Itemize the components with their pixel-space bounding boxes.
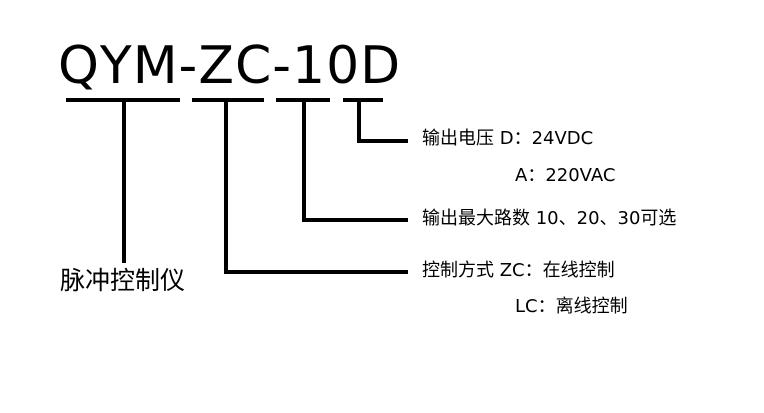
spec-channels: 输出最大路数 10、20、30可选 [422,208,677,229]
connector-zc-vertical [224,100,228,274]
product-name: 脉冲控制仪 [60,266,186,295]
connector-10-vertical [302,100,306,222]
spec-voltage-a: A：220VAC [515,165,616,186]
spec-control-zc: 控制方式 ZC：在线控制 [422,260,615,281]
connector-qym [122,100,126,263]
connector-10-horizontal [302,218,408,222]
spec-control-lc: LC：离线控制 [515,296,628,317]
connector-d-vertical [357,100,361,143]
connector-zc-horizontal [224,270,408,274]
connector-d-horizontal [357,139,408,143]
spec-voltage-d: 输出电压 D：24VDC [422,128,594,149]
underline-d [343,98,383,102]
model-code: QYM-ZC-10D [58,36,402,96]
underline-zc [192,98,264,102]
